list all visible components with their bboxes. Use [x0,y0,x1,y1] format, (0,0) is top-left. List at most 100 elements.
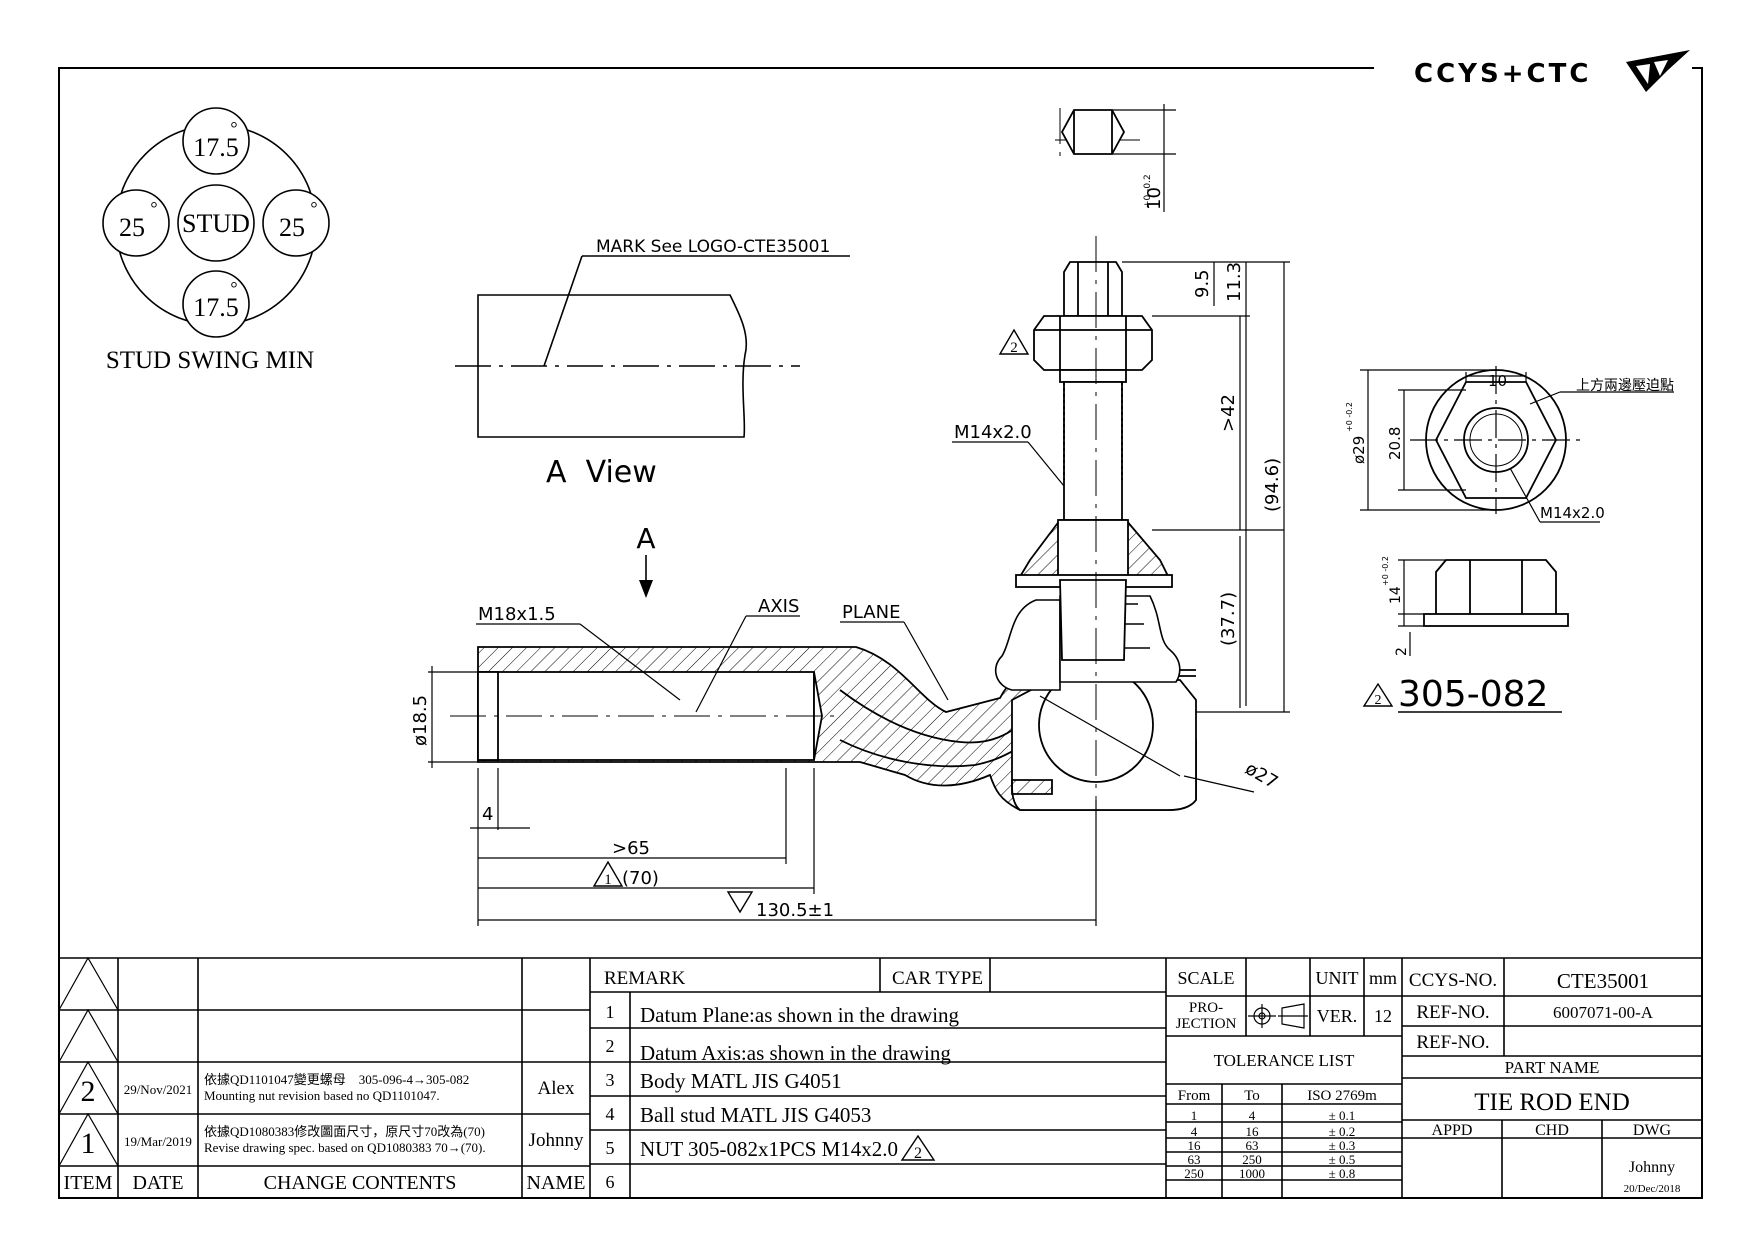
tol-from: 250 [1184,1166,1204,1181]
rev-mark-1: 1 [604,872,612,888]
rev-row-date: 29/Nov/2021 [124,1082,193,1097]
dwg-label: DWG [1633,1122,1672,1139]
rev-row-line1: 依據QD1080383修改圖面尺寸，原尺寸70改為(70) [204,1124,485,1139]
dim-70-label: (70) [622,868,659,889]
tol-value: ± 0.3 [1329,1138,1356,1153]
remark-rev-mark: 2 [914,1145,922,1162]
ref-no-label: REF-NO. [1416,1002,1489,1023]
a-view-mark-note: MARK See LOGO-CTE35001 [596,237,830,257]
ball-stud [1015,261,1173,661]
remark-no: 5 [606,1138,615,1158]
tol-value: ± 0.8 [1329,1166,1356,1181]
nut-h14-label: 14 [1388,586,1404,604]
chd-label: CHD [1535,1122,1569,1139]
tol-value: ± 0.1 [1329,1108,1356,1123]
tol-value: ± 0.5 [1329,1152,1356,1167]
rev-header-item: ITEM [64,1172,113,1194]
nut-m14-label: M14x2.0 [1540,504,1605,522]
logo-emblem-icon [1626,50,1690,92]
rev-row-name: Alex [538,1078,575,1099]
swing-deg-top: ° [230,118,237,138]
dim-95-label: 9.5 [1192,269,1213,298]
swing-bottom-value: 17.5 [193,293,239,322]
a-view-label: A View [546,455,657,490]
swing-top-value: 17.5 [193,133,239,162]
ver-value: 12 [1374,1006,1392,1026]
scale-label: SCALE [1177,968,1234,988]
unit-value: mm [1369,968,1397,988]
rev-mark-2: 2 [1010,340,1018,356]
tol-value: ± 0.2 [1329,1124,1356,1139]
swing-right-value: 25 [279,213,305,242]
tol-from: 63 [1188,1152,1201,1167]
title-block-grid [58,956,1702,1198]
tol-to: 1000 [1239,1166,1265,1181]
tol-head-from: From [1178,1088,1211,1104]
tol-to: 250 [1242,1152,1262,1167]
rev-triangle-icon [592,328,1030,914]
swing-left-value: 25 [119,213,145,242]
ref-no-label-2: REF-NO. [1416,1032,1489,1053]
dim-plane-label: PLANE [842,602,900,623]
rev-header-name: NAME [527,1172,586,1194]
car-type-label: CAR TYPE [892,968,983,989]
rev-row-line1: 依據QD1101047變更螺母 305-096-4→305-082 [204,1072,469,1087]
nut-d29-label: ø29 [1350,436,1368,464]
nut-rev-mark: 2 [1375,693,1382,708]
nut-note-label: 上方兩邊壓迫點 [1576,378,1674,394]
rev-triangle-icon [900,1134,936,1161]
tolerance-title: TOLERANCE LIST [1214,1051,1355,1070]
dim-hex10-tol: +0 -0.2 [1143,174,1153,208]
nut-h2-label: 2 [1394,647,1410,656]
dim-axis-label: AXIS [758,596,799,617]
rev-row-item: 2 [81,1075,96,1108]
rev-triangle-icon [1362,682,1562,713]
appd-label: APPD [1432,1122,1473,1139]
tol-to: 63 [1246,1138,1259,1153]
ccys-no-label: CCYS-NO. [1409,970,1497,991]
projection-label-1: PRO- [1189,1000,1223,1016]
dwg-name: Johnny [1629,1159,1675,1176]
nut-h14-tol: +0 -0.2 [1381,556,1390,586]
tol-to: 4 [1249,1108,1256,1123]
ref-no-value: 6007071-00-A [1553,1003,1654,1022]
dim-113-label: 11.3 [1224,262,1245,302]
part-name-value: TIE ROD END [1474,1089,1630,1116]
a-view [455,255,850,438]
projection-label-2: JECTION [1176,1016,1237,1032]
dim-gt42-label: >42 [1218,394,1239,432]
nut-detail [1423,369,1569,627]
remark-text: Body MATL JIS G4051 [640,1069,842,1093]
remark-title: REMARK [604,968,686,989]
remark-no: 2 [606,1036,615,1056]
tol-from: 1 [1191,1108,1198,1123]
rev-row-line2: Mounting nut revision based no QD1101047… [204,1088,440,1103]
rev-row-line2: Revise drawing spec. based on QD1080383 … [204,1140,486,1155]
ver-label: VER. [1317,1006,1358,1026]
tol-from: 16 [1188,1138,1202,1153]
remark-text: NUT 305-082x1PCS M14x2.0 [640,1137,898,1161]
dwg-date: 20/Dec/2018 [1624,1183,1681,1195]
remark-no: 4 [606,1104,615,1124]
remark-no: 1 [606,1002,615,1022]
remark-text: Ball stud MATL JIS G4053 [640,1103,871,1127]
dim-946-label: (94.6) [1262,458,1283,512]
projection-symbol-icon [1248,1003,1308,1029]
logo-text: CCYS+CTC [1414,59,1591,89]
view-arrow-icon [639,555,653,598]
dimension-lines [428,104,1290,926]
dim-gt65-label: >65 [612,838,650,859]
nut-w10-label: 10 [1488,372,1507,390]
dim-377-label: (37.7) [1218,592,1239,646]
remark-text: Datum Plane:as shown in the drawing [640,1003,960,1027]
nut-part-number: 305-082 [1398,674,1548,715]
dim-hex10-label: 10 [1144,187,1165,210]
tol-head-to: To [1244,1088,1260,1104]
dim-d27-label: ø27 [1242,758,1282,793]
rev-row-name: Johnny [529,1130,584,1151]
rev-header-date: DATE [132,1172,183,1194]
rev-header-contents: CHANGE CONTENTS [264,1172,457,1194]
swing-center-label: STUD [182,209,250,238]
unit-label: UNIT [1316,968,1359,988]
